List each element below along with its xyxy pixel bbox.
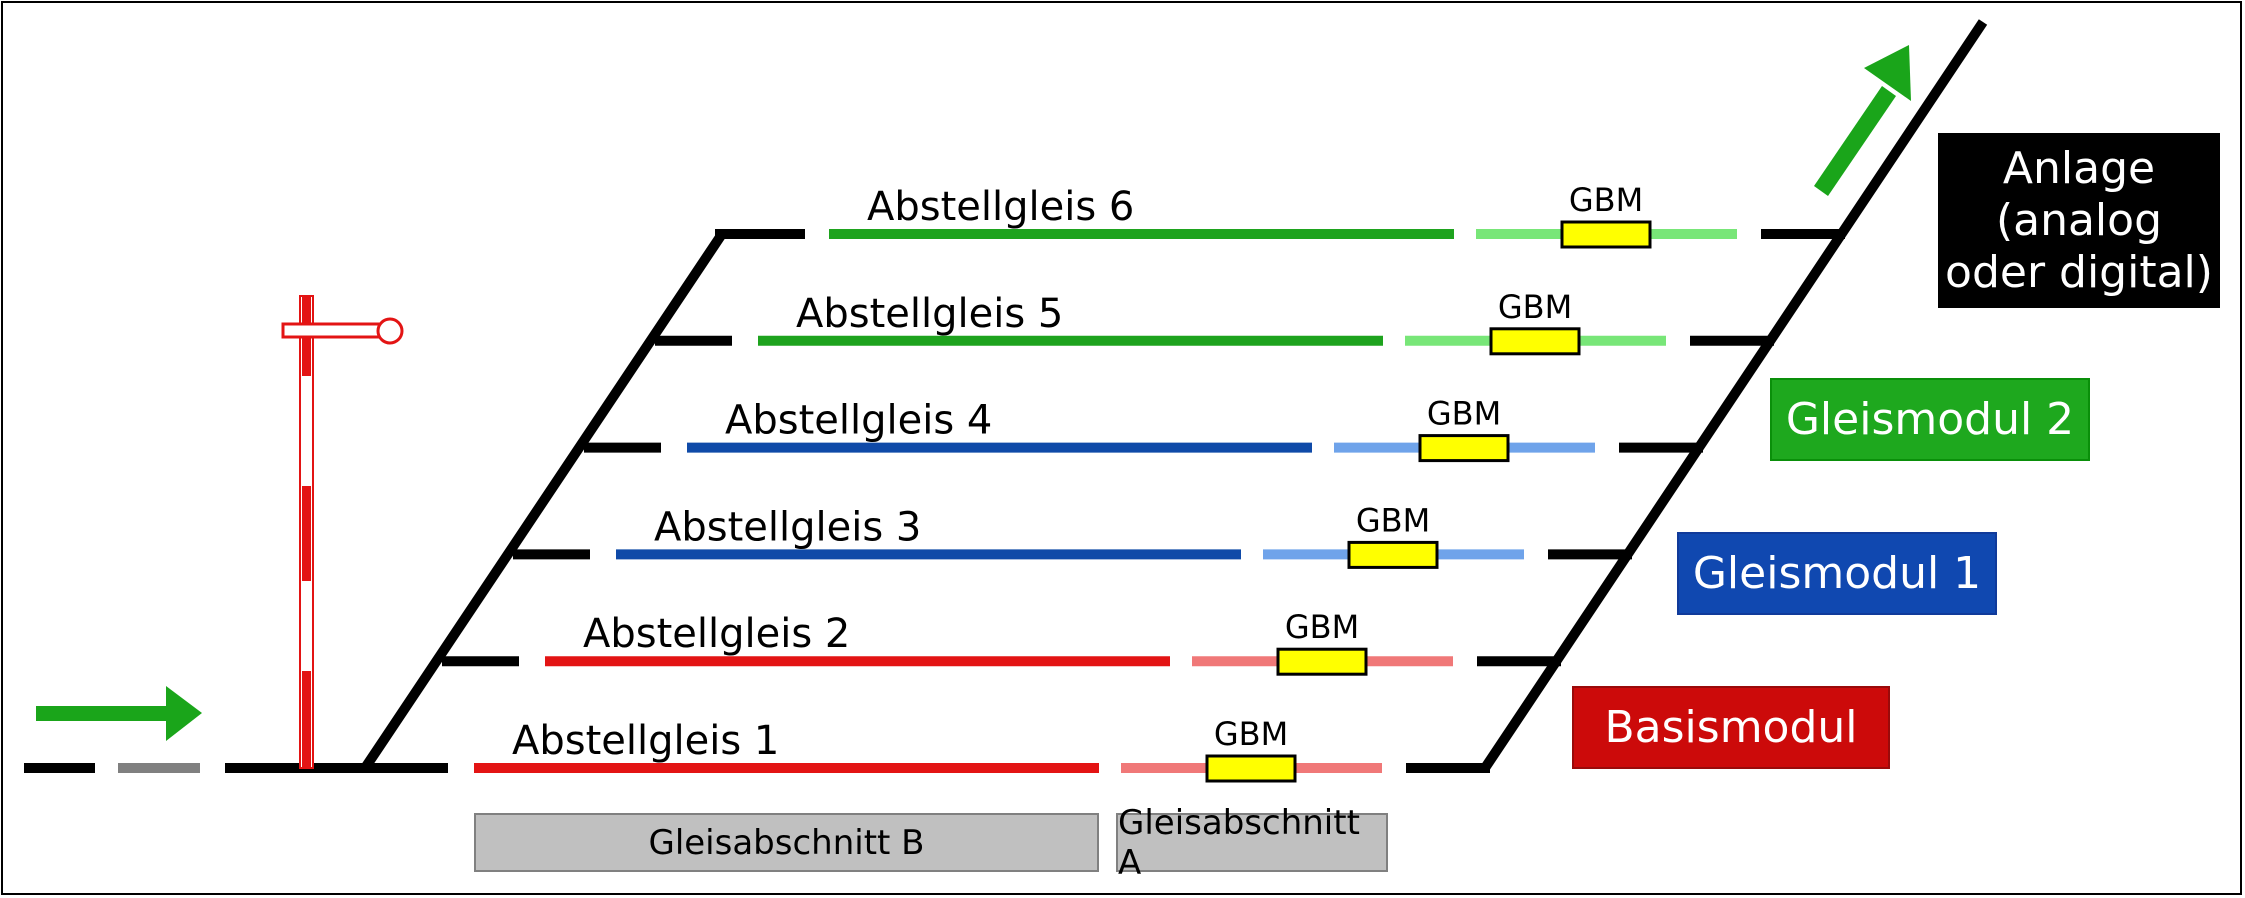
gbm-4-label: GBM bbox=[1427, 395, 1501, 433]
gbm-1-icon bbox=[1205, 754, 1297, 783]
gbm-3-icon bbox=[1347, 540, 1439, 569]
track-4: GBM Abstellgleis 4 bbox=[584, 395, 1703, 463]
gbm-2-icon bbox=[1276, 647, 1368, 676]
semaphore-signal-icon bbox=[281, 295, 404, 769]
right-diagonal-track bbox=[1480, 19, 1988, 771]
gbm-6-label: GBM bbox=[1569, 181, 1643, 219]
entry-arrow-icon bbox=[36, 686, 202, 741]
gbm-2-label: GBM bbox=[1285, 608, 1359, 646]
module-gleismodul-1-label: Gleismodul 1 bbox=[1692, 547, 1982, 599]
storage-tracks: GBM Abstellgleis 1 GBM Abstellgleis 2 GBM Abs… bbox=[442, 181, 1845, 783]
gbm-3-label: GBM bbox=[1356, 501, 1430, 539]
track-2: GBM Abstellgleis 2 bbox=[442, 608, 1561, 676]
module-gleismodul-2-label: Gleismodul 2 bbox=[1785, 393, 2075, 445]
section-b-label: Gleisabschnitt B bbox=[648, 822, 925, 863]
exit-arrow-icon bbox=[1814, 45, 1911, 196]
main-track bbox=[24, 19, 1988, 773]
track-6: GBM Abstellgleis 6 bbox=[829, 181, 1845, 249]
section-a-box: Gleisabschnitt A bbox=[1116, 803, 1388, 883]
gbm-6-icon bbox=[1560, 220, 1652, 249]
gbm-5-label: GBM bbox=[1498, 288, 1572, 326]
module-basismodul-box: Basismodul bbox=[1572, 686, 1890, 769]
left-diagonal-track bbox=[360, 231, 727, 771]
track-4-label: Abstellgleis 4 bbox=[725, 398, 992, 444]
track-3-label: Abstellgleis 3 bbox=[654, 504, 921, 550]
section-a-label: Gleisabschnitt A bbox=[1118, 802, 1360, 883]
track-5-label: Abstellgleis 5 bbox=[796, 291, 1063, 337]
track-1: GBM Abstellgleis 1 bbox=[474, 715, 1490, 783]
track-2-label: Abstellgleis 2 bbox=[583, 611, 850, 657]
track-3: GBM Abstellgleis 3 bbox=[513, 501, 1632, 569]
module-basismodul-label: Basismodul bbox=[1604, 701, 1858, 753]
module-gleismodul-1-box: Gleismodul 1 bbox=[1677, 532, 1997, 615]
gbm-4-icon bbox=[1418, 434, 1510, 463]
module-anlage-box: Anlage (analog oder digital) bbox=[1938, 133, 2220, 308]
gbm-5-icon bbox=[1489, 327, 1581, 356]
track-1-label: Abstellgleis 1 bbox=[512, 718, 779, 764]
module-gleismodul-2-box: Gleismodul 2 bbox=[1770, 378, 2090, 461]
gbm-1-label: GBM bbox=[1214, 715, 1288, 753]
module-anlage-label: Anlage (analog oder digital) bbox=[1945, 142, 2213, 298]
track-6-label: Abstellgleis 6 bbox=[867, 184, 1134, 230]
section-b-box: Gleisabschnitt B bbox=[474, 813, 1099, 872]
track-5: GBM Abstellgleis 5 bbox=[655, 288, 1774, 356]
